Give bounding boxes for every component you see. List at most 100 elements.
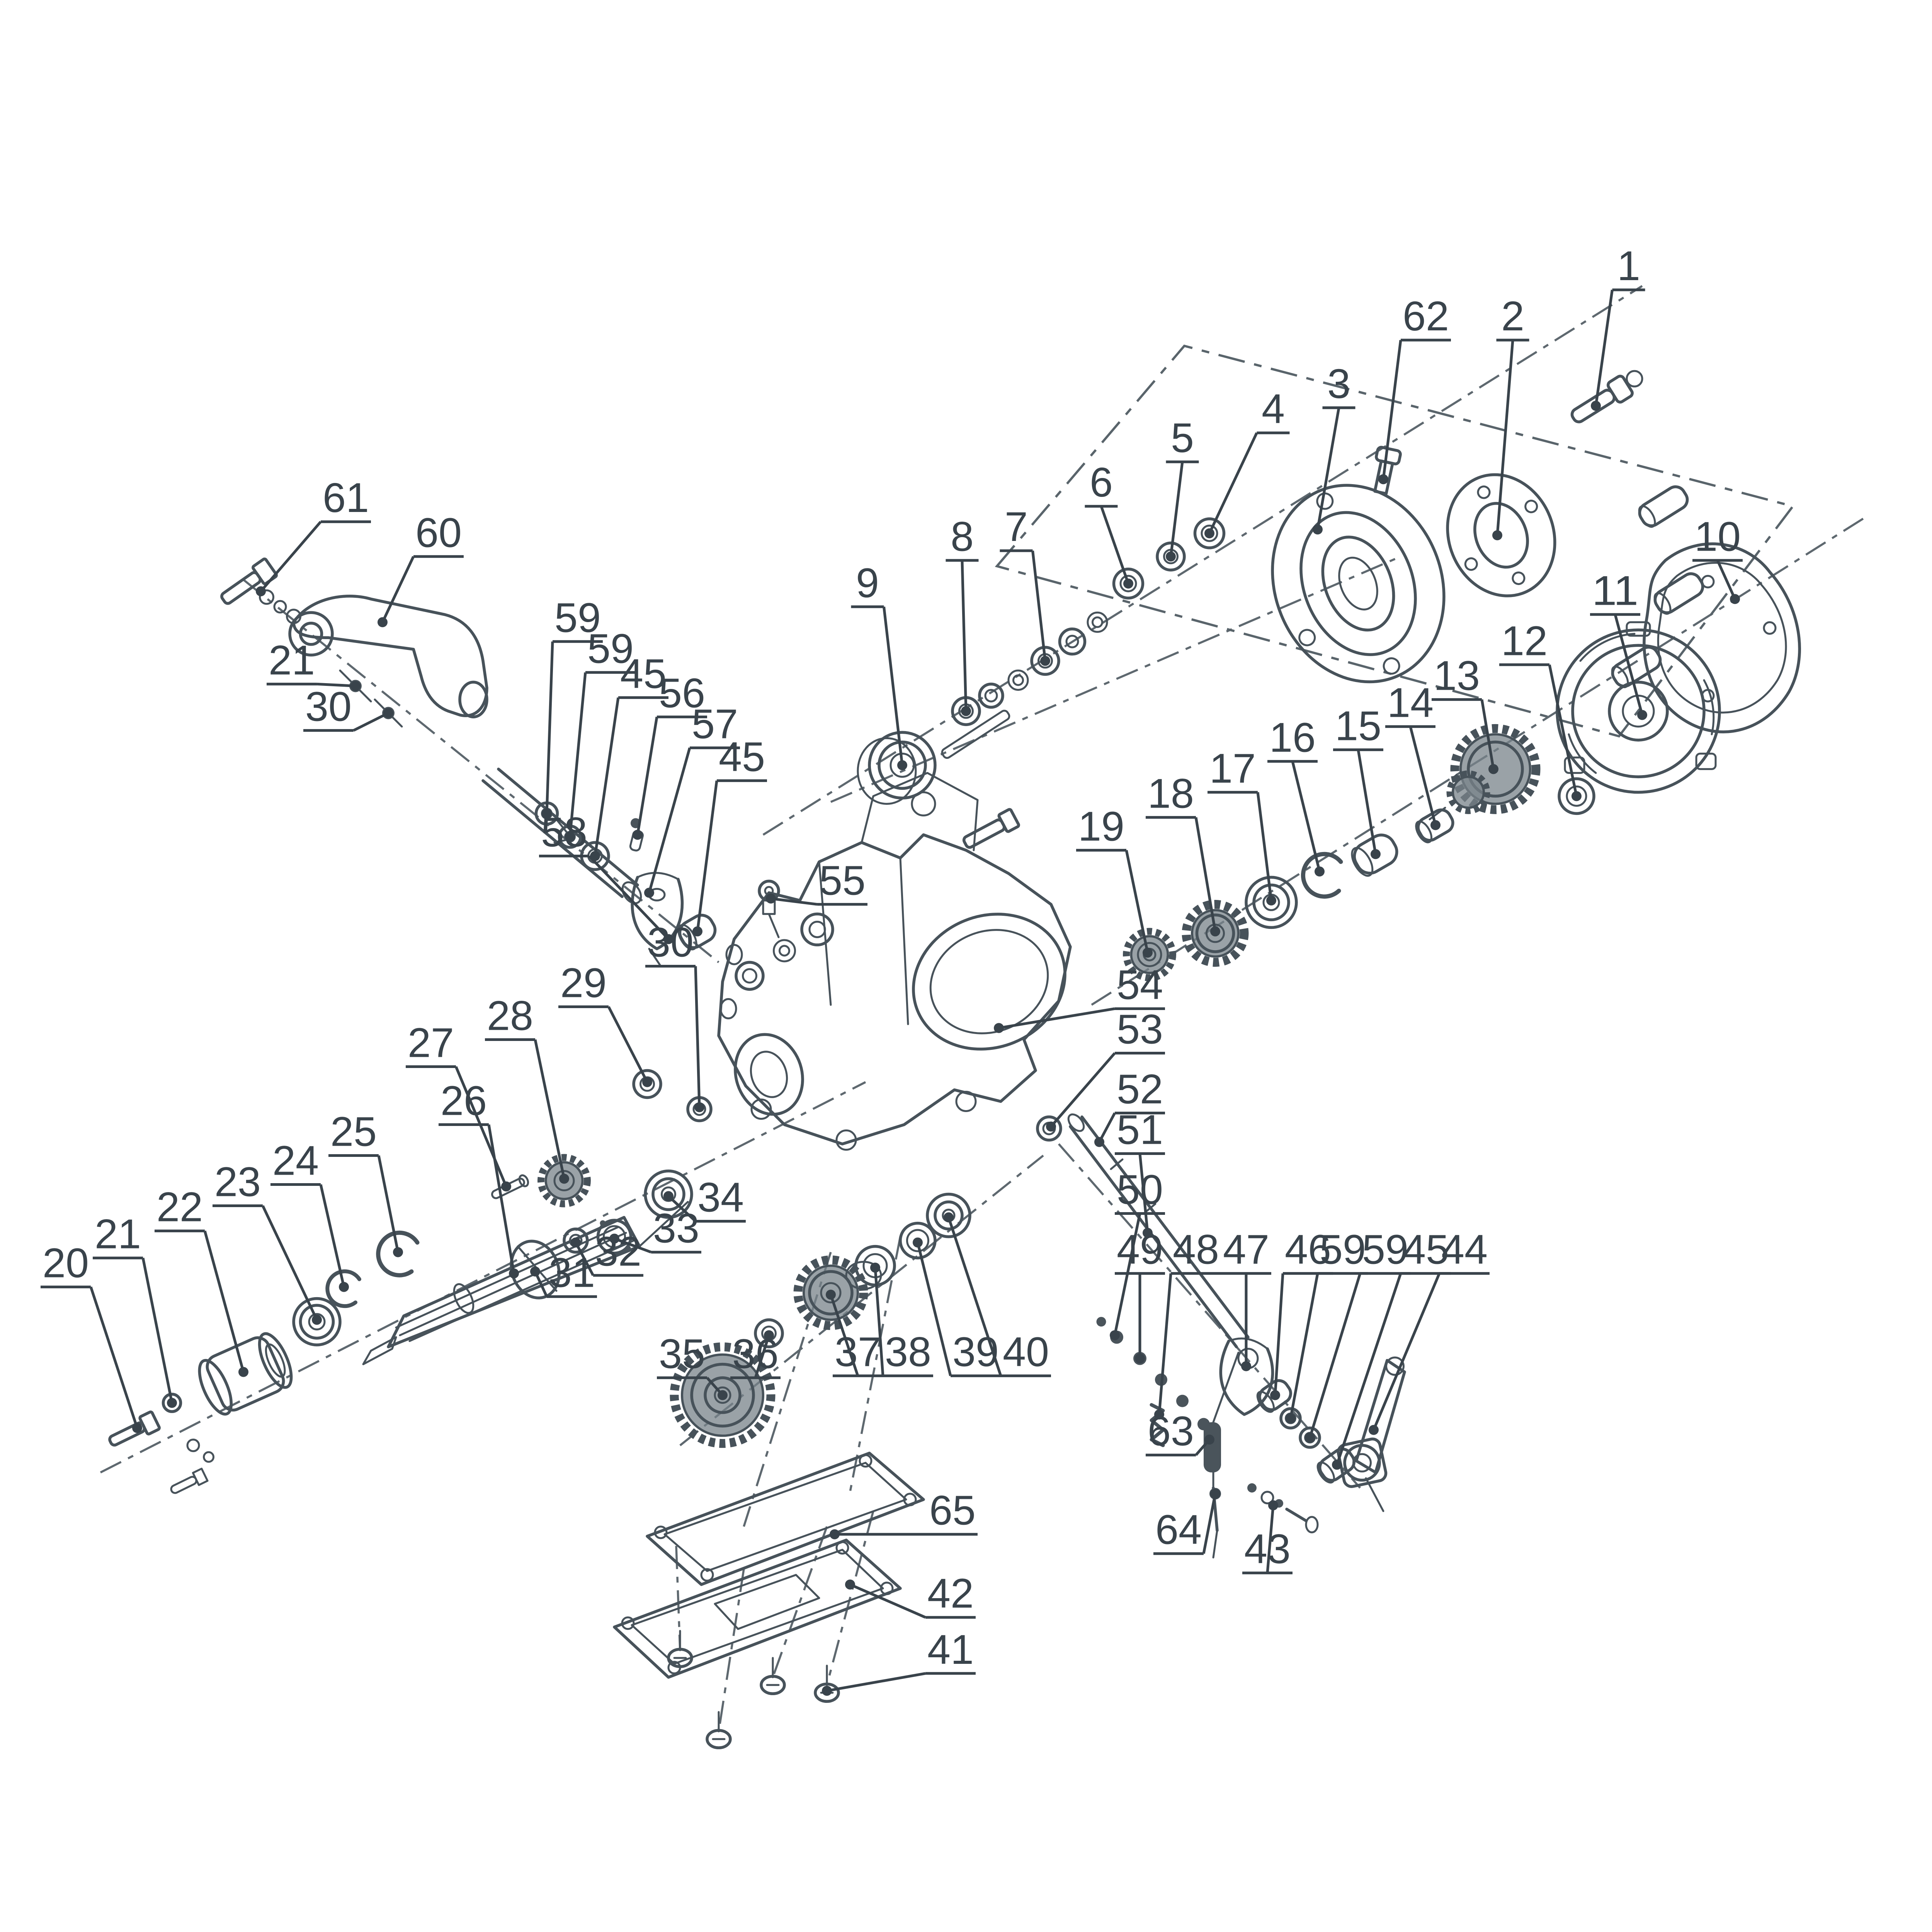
callout-65-69: 65: [830, 1487, 978, 1539]
callout-29-33: 29: [558, 959, 652, 1087]
callout-16-16: 16: [1267, 714, 1325, 877]
callout-target-dot: [692, 926, 702, 937]
callout-number: 42: [927, 1570, 974, 1617]
callout-leader: [1594, 289, 1614, 406]
callout-20-42: 20: [41, 1240, 142, 1433]
part-small-hardware-bl: [170, 1439, 214, 1494]
callout-target-dot: [663, 1191, 673, 1201]
callout-target-dot: [1305, 1432, 1315, 1443]
callout-target-dot: [542, 808, 552, 819]
callout-number: 35: [659, 1331, 705, 1377]
callout-target-dot: [764, 1330, 774, 1340]
callout-number: 62: [1403, 293, 1449, 339]
part-24-snap-ring: [325, 1269, 361, 1308]
callout-number: 45: [719, 733, 765, 780]
callout-target-dot: [571, 1237, 581, 1248]
callout-target-dot: [1040, 656, 1051, 666]
callout-13-13: 13: [1432, 652, 1499, 774]
callout-number: 15: [1335, 702, 1381, 749]
callout-4-4: 4: [1204, 386, 1290, 539]
callout-23-39: 23: [213, 1159, 322, 1325]
callout-37-49: 37: [826, 1289, 883, 1378]
callout-leader: [998, 1007, 1115, 1029]
callout-leader: [1548, 664, 1578, 797]
callout-number: 57: [692, 701, 738, 747]
callout-18-18: 18: [1146, 770, 1221, 937]
callout-leader: [1335, 1273, 1402, 1465]
callout-12-12: 12: [1499, 617, 1582, 801]
callout-number: 13: [1434, 652, 1480, 699]
callout-38-50: 38: [870, 1262, 933, 1378]
callout-leader: [1266, 1505, 1275, 1573]
callout-target-dot: [383, 708, 393, 718]
callout-number: 3: [1327, 361, 1350, 407]
part-17-bearing: [1245, 876, 1298, 929]
callout-target-dot: [378, 617, 388, 628]
callout-leader: [1308, 1273, 1362, 1438]
callout-leader: [829, 1294, 859, 1376]
callout-24-38: 24: [270, 1138, 349, 1292]
part-loose-spacer-rings: [735, 912, 834, 991]
callout-number: 53: [1117, 1006, 1163, 1052]
callout-8-8: 8: [946, 513, 979, 716]
part-14-bushing: [1415, 808, 1454, 844]
callout-target-dot: [913, 1237, 923, 1248]
callout-46-61: 46: [1270, 1226, 1333, 1400]
callout-number: 50: [1117, 1167, 1163, 1213]
callout-48-59: 48: [1154, 1226, 1221, 1420]
axis-shift-lever: [243, 579, 719, 963]
callout-target-dot: [944, 1212, 954, 1223]
callout-45-29: 45: [692, 733, 767, 937]
callout-45-64: 45: [1332, 1226, 1451, 1470]
callout-target-dot: [1637, 710, 1647, 720]
part-4-5-6-nuts: [1112, 517, 1226, 600]
callout-number: 37: [835, 1329, 881, 1375]
callout-number: 33: [653, 1205, 699, 1252]
callout-59-24: 59: [542, 594, 603, 819]
callout-target-dot: [132, 1423, 142, 1433]
callout-number: 49: [1117, 1226, 1163, 1273]
callout-number: 39: [952, 1329, 999, 1375]
callout-leader: [1382, 340, 1402, 480]
callout-1-0: 1: [1591, 243, 1645, 411]
callout-target-dot: [565, 832, 575, 842]
callout-leader: [1194, 817, 1217, 932]
callout-leader: [961, 560, 968, 711]
callout-2-2: 2: [1492, 293, 1529, 541]
callout-number: 12: [1501, 617, 1548, 664]
callout-number: 26: [440, 1078, 487, 1124]
callout-number: 17: [1209, 745, 1256, 791]
callout-51-56: 51: [1115, 1107, 1165, 1238]
callout-leader: [568, 672, 587, 837]
callout-leader: [1031, 550, 1047, 661]
callout-target-dot: [1154, 1409, 1165, 1420]
callout-number: 10: [1694, 513, 1741, 560]
part-1-bolt: [1570, 370, 1643, 423]
part-15-sleeve: [1351, 833, 1398, 877]
part-41-cover-screws: [667, 1630, 840, 1750]
callout-leader: [545, 641, 554, 814]
callout-leader: [1208, 432, 1258, 534]
part-65-cover-gasket: [646, 1451, 925, 1586]
callout-leader: [696, 780, 718, 932]
callout-target-dot: [1204, 528, 1215, 539]
callout-number: 45: [1403, 1226, 1449, 1273]
callout-leader: [1125, 850, 1149, 953]
part-19-pinion-gear: [1123, 928, 1176, 981]
callout-target-dot: [1286, 1413, 1296, 1423]
callout-56-27: 56: [633, 670, 707, 840]
callout-53-54: 53: [1046, 1006, 1165, 1132]
callout-leader: [1372, 1273, 1441, 1431]
callout-leader: [636, 716, 658, 835]
part-42-bottom-cover: [613, 1538, 902, 1679]
callout-leader: [1289, 1273, 1319, 1419]
callout-number: 61: [323, 474, 369, 521]
callout-target-dot: [1166, 551, 1176, 562]
callout-target-dot: [1123, 578, 1134, 589]
callout-42-70: 42: [845, 1570, 976, 1619]
callout-target-dot: [1268, 1500, 1279, 1510]
part-3-bearing-flange: [1271, 484, 1446, 684]
callout-leader: [1614, 614, 1644, 716]
callout-43-68: 43: [1242, 1500, 1293, 1575]
callout-number: 11: [1592, 567, 1638, 614]
